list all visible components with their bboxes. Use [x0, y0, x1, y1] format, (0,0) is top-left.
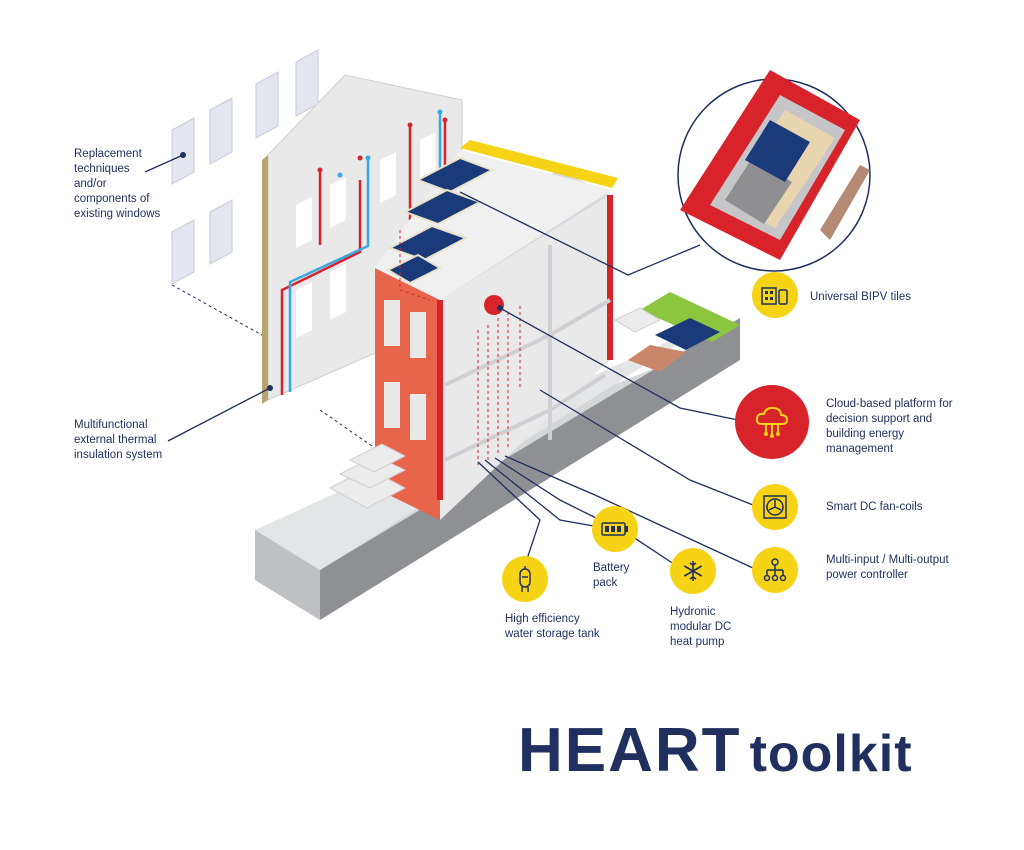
pipe-endpoints: [317, 117, 448, 173]
network-hierarchy-icon: [752, 547, 798, 593]
label-heat-pump: Hydronic modular DC heat pump: [670, 606, 732, 648]
internal-ducts: [399, 230, 521, 465]
water-tank-icon: [502, 556, 548, 602]
detached-windows: [171, 49, 319, 285]
entry-stairs: [328, 307, 662, 509]
title-sub: toolkit: [749, 725, 913, 783]
bipv-inset: [677, 70, 871, 272]
label-bipv-tiles: Universal BIPV tiles: [810, 291, 911, 303]
battery-icon: [592, 506, 638, 552]
label-cloud-platform: Cloud-based platform for decision suppor…: [826, 398, 953, 455]
label-power-controller: Multi-input / Multi-output power control…: [826, 554, 949, 581]
cloud-network-icon: [735, 385, 809, 459]
title-main: HEART: [518, 716, 742, 785]
label-fan-coils: Smart DC fan-coils: [826, 501, 923, 513]
label-insulation-system: Multifunctional external thermal insulat…: [74, 419, 163, 461]
controller-node: [484, 295, 504, 315]
garden: [628, 292, 740, 372]
insulation-guide-line: [319, 409, 386, 456]
roof-solar-panels: [385, 156, 495, 285]
main-house: [375, 140, 618, 520]
label-water-storage: High efficiency water storage tank: [505, 613, 600, 640]
label-battery-pack: Battery pack: [593, 562, 630, 589]
bipv-building-phone-icon: [752, 272, 798, 318]
label-replacement-windows: Replacement techniques and/or components…: [74, 148, 161, 220]
snowflake-icon: [670, 548, 716, 594]
fan-coil-icon: [752, 484, 798, 530]
facade-pipes: [280, 112, 447, 395]
